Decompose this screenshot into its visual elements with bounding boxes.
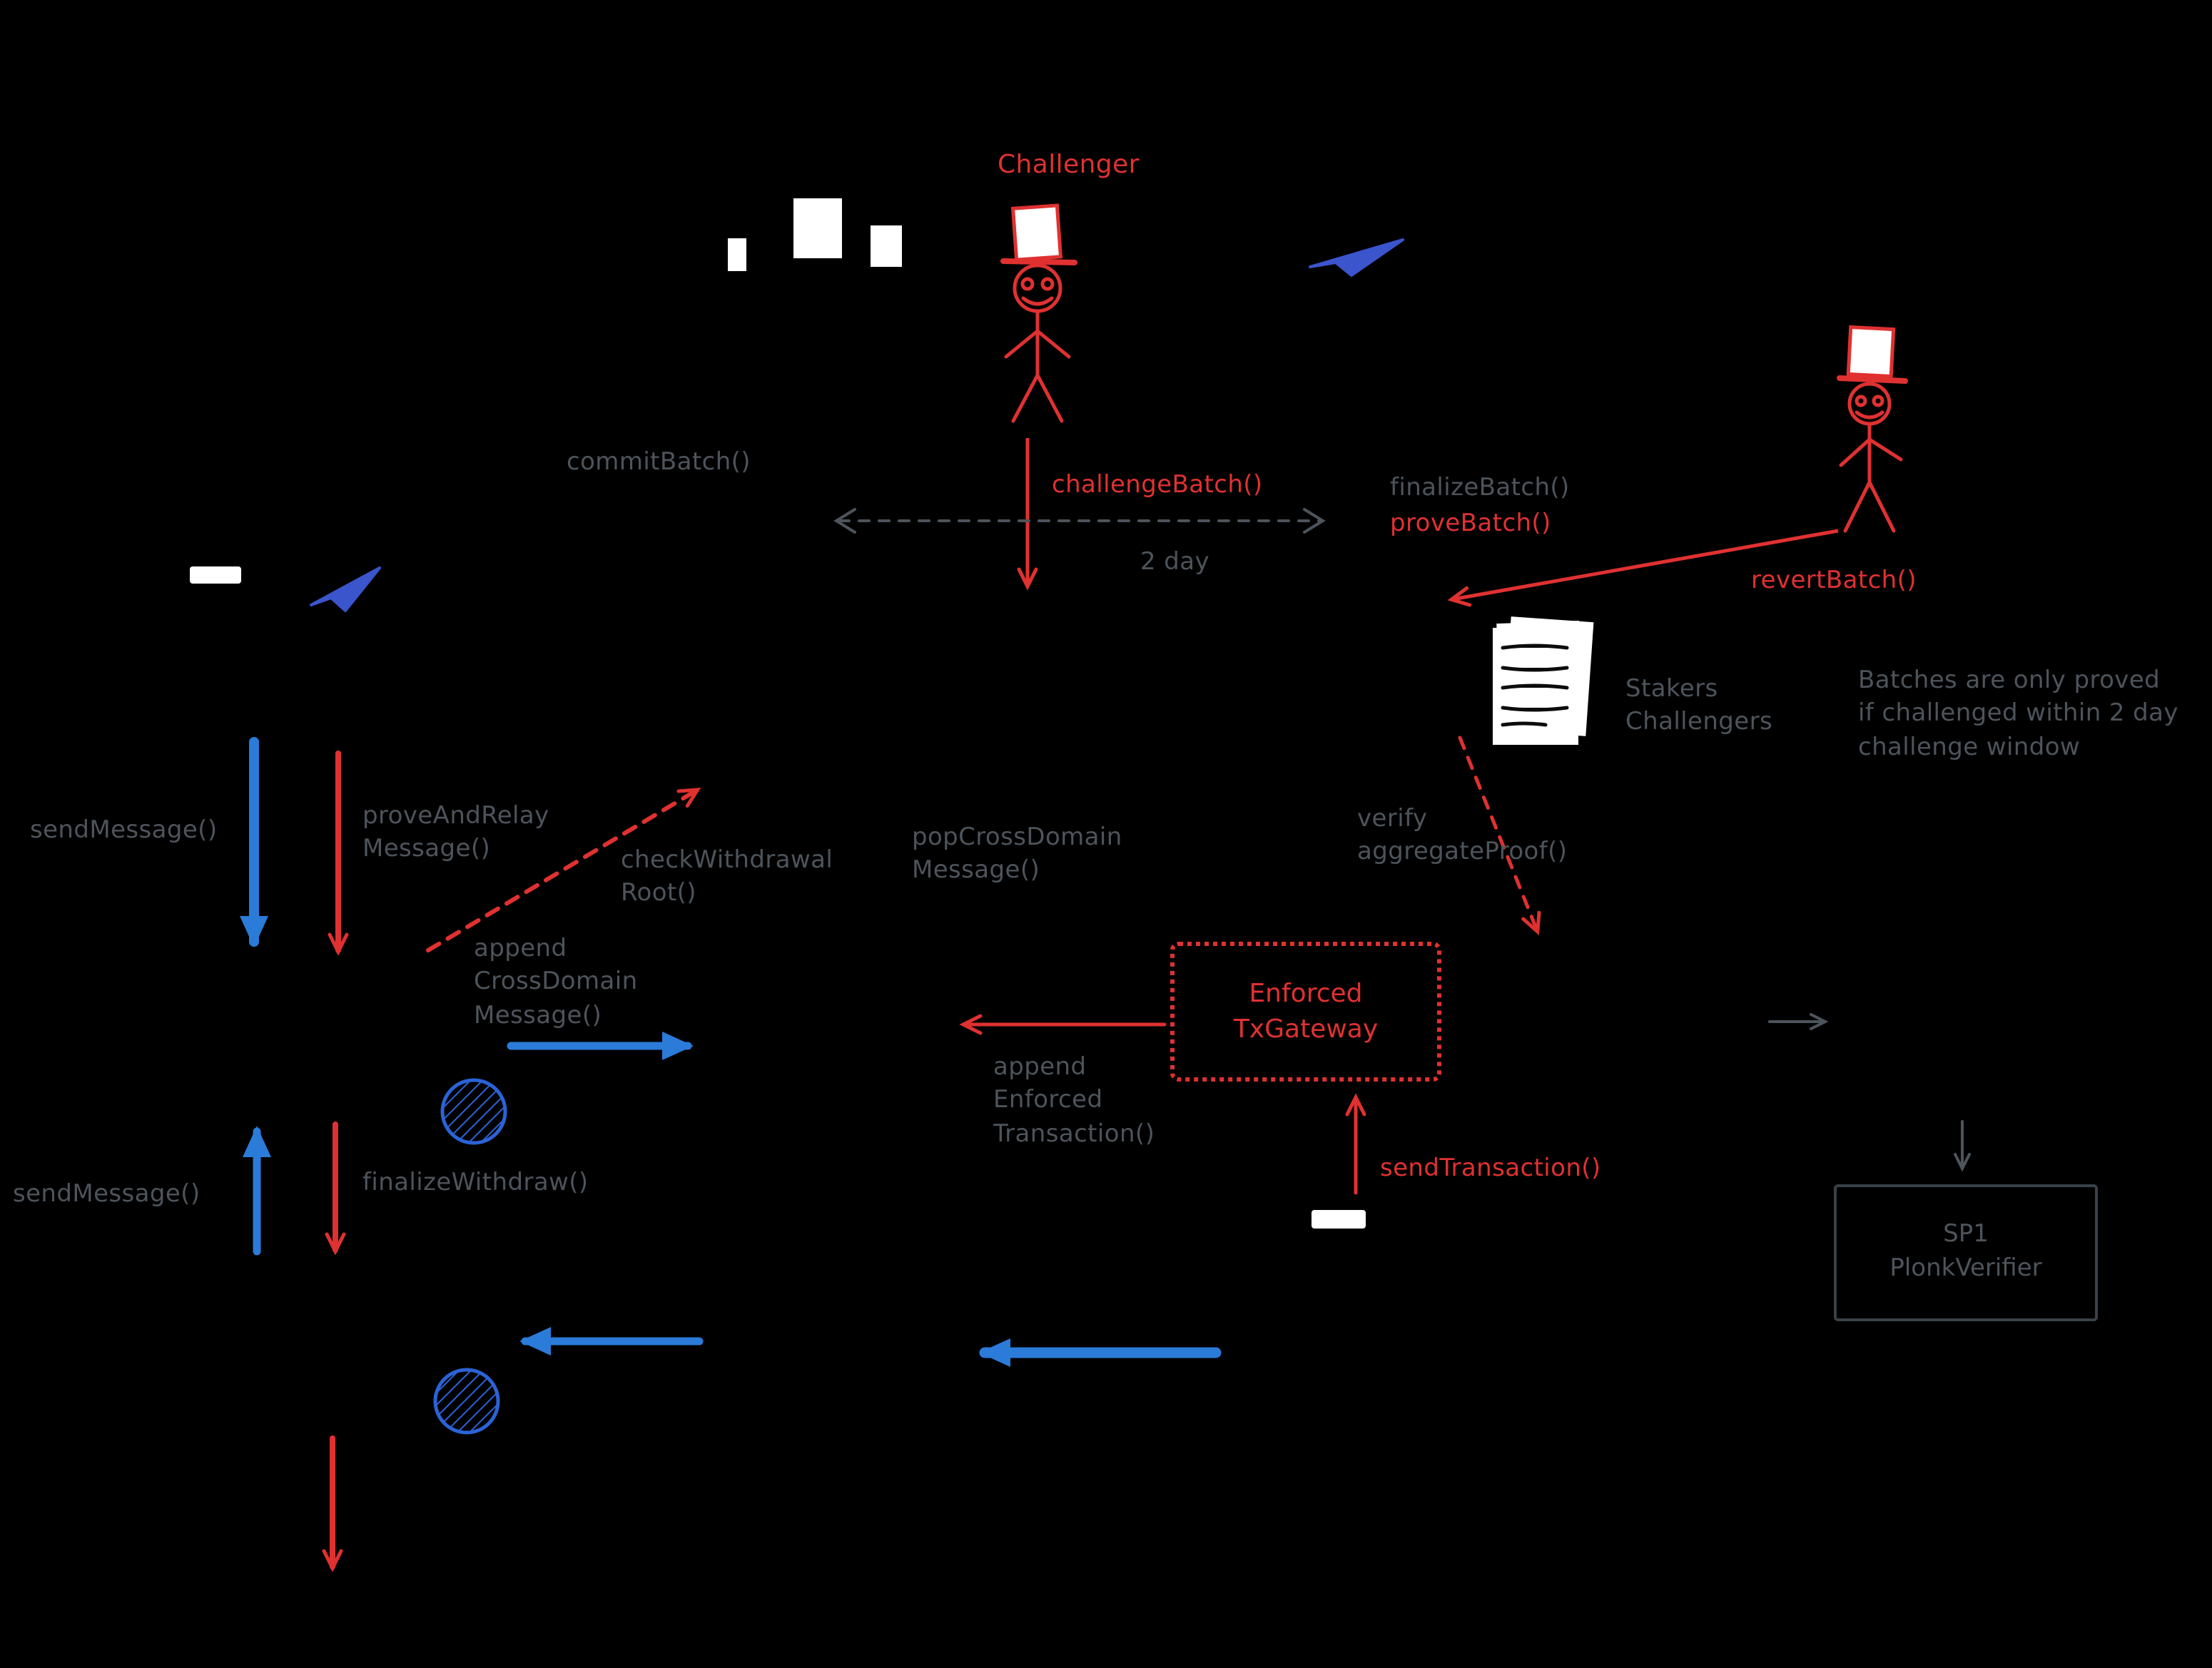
- label-check-withdrawal-root: checkWithdrawal Root(): [621, 846, 833, 908]
- laptop-icon: [190, 566, 241, 584]
- arrow-two-day-window: [833, 508, 1326, 534]
- label-prove-batch: proveBatch(): [1390, 509, 1551, 538]
- arrow-revert-batch: [1447, 529, 1839, 607]
- label-revert-batch: revertBatch(): [1751, 566, 1917, 595]
- label-two-day: 2 day: [1140, 548, 1209, 576]
- sp1-plonk-verifier-label: SP1 PlonkVerifier: [1889, 1220, 2042, 1283]
- label-pop-cross-domain-message: popCrossDomain Message(): [912, 823, 1122, 885]
- challenger-figure-icon: [1000, 203, 1077, 423]
- documents-icon: [1493, 616, 1594, 745]
- laptop-icon: [1312, 1210, 1366, 1229]
- arrow-verify-aggregate-dashed: [1458, 736, 1541, 936]
- enforced-tx-gateway-label: Enforced TxGateway: [1233, 978, 1379, 1044]
- label-verify-aggregate-proof: verify aggregateProof(): [1357, 805, 1568, 867]
- building-windows-icon: [728, 198, 902, 271]
- label-prove-and-relay-message: proveAndRelay Message(): [362, 802, 549, 864]
- label-send-message-bottom: sendMessage(): [13, 1180, 201, 1209]
- label-challenger: Challenger: [998, 150, 1140, 180]
- label-finalize-batch: finalizeBatch(): [1390, 474, 1570, 502]
- paper-plane-icon: [310, 566, 381, 612]
- sp1-plonk-verifier-box: SP1 PlonkVerifier: [1834, 1184, 2098, 1321]
- label-commit-batch: commitBatch(): [567, 448, 751, 477]
- label-append-enforced-transaction: append Enforced Transaction(): [993, 1053, 1155, 1149]
- label-append-cross-domain-message: append CrossDomain Message(): [474, 935, 638, 1030]
- label-stakers-challengers: Stakers Challengers: [1625, 675, 1773, 737]
- label-send-message-top: sendMessage(): [30, 816, 218, 845]
- label-finalize-withdraw: finalizeWithdraw(): [362, 1169, 589, 1197]
- staker-figure-icon: [1837, 325, 1908, 533]
- label-send-transaction: sendTransaction(): [1380, 1154, 1601, 1183]
- label-challenge-window-note: Batches are only proved if challenged wi…: [1858, 666, 2178, 762]
- enforced-tx-gateway-box: Enforced TxGateway: [1170, 942, 1441, 1082]
- coin-icon: [440, 1078, 507, 1145]
- paper-plane-icon: [1309, 238, 1404, 277]
- label-challenge-batch: challengeBatch(): [1052, 471, 1263, 499]
- arrow-check-withdrawal-dashed: [426, 788, 701, 952]
- coin-icon: [433, 1368, 500, 1435]
